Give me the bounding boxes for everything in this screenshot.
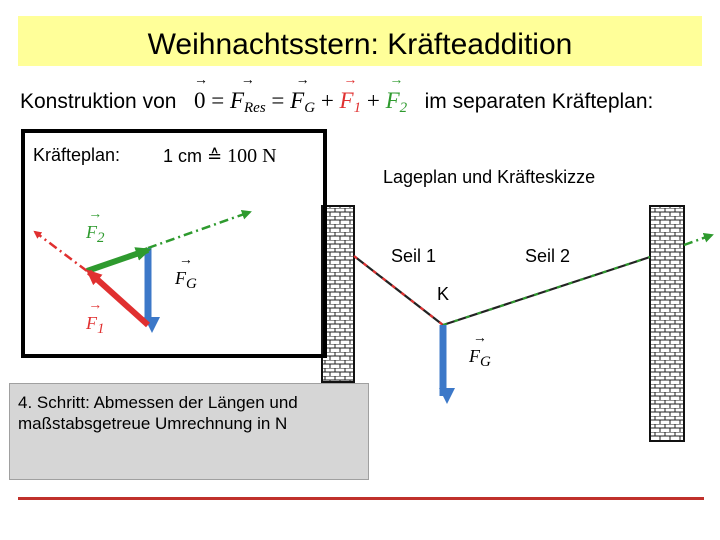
scale-force: 100 N — [227, 145, 277, 167]
f1-arrow — [86, 269, 151, 328]
step-note-box: 4. Schritt: Abmessen der Längen und maßs… — [9, 383, 369, 480]
zero-vector: 0 — [194, 73, 206, 114]
rope-2-label: Seil 2 — [525, 246, 571, 266]
plus-sign: + — [320, 88, 334, 113]
fg-layout-symbol: F — [469, 346, 480, 366]
resultant-vector: FRes — [229, 73, 266, 117]
f2-plan-subscript: 2 — [97, 230, 105, 246]
force-plan-label: Kräfteplan: — [33, 145, 121, 165]
f1-plan-symbol: F — [86, 313, 97, 333]
title-banner — [18, 16, 702, 66]
knot-label: K — [437, 284, 450, 304]
f2-plan-label: F2 — [86, 207, 105, 247]
right-wall — [649, 205, 685, 442]
equals-sign-2: = — [271, 88, 285, 113]
f1-vector: F1 — [339, 73, 362, 117]
scale-length: 1 cm — [163, 146, 203, 166]
fg-layout-subscript: G — [480, 354, 491, 370]
fg-plan-subscript: G — [186, 276, 197, 292]
layout-plan-title: Lageplan und Kräfteskizze — [383, 167, 596, 187]
plus-sign-2: + — [366, 88, 380, 113]
f2-vector: F2 — [385, 73, 408, 117]
step-note-text: 4. Schritt: Abmessen der Längen und maßs… — [18, 393, 298, 433]
rope-1-label: Seil 1 — [391, 246, 437, 266]
rope-2-extension — [683, 232, 714, 247]
page-title: Weihnachtsstern: Kräfteaddition — [147, 28, 573, 61]
scale-correspondence-symbol: ≙ — [207, 146, 223, 166]
fg-plan-symbol: F — [175, 268, 186, 288]
f2-symbol: F — [385, 88, 400, 113]
fg-plan-label: FG — [175, 253, 197, 293]
f1-construction-line — [33, 230, 88, 272]
f2-plan-symbol: F — [86, 222, 97, 242]
scale-label: 1 cm ≙ 100 N — [163, 145, 277, 168]
resultant-subscript: Res — [244, 100, 266, 116]
construction-formula: Konstruktion von 0 = FRes = FG + F1 + F2… — [20, 73, 654, 117]
left-wall — [321, 205, 355, 383]
bottom-divider — [18, 497, 704, 500]
f2-subscript: 2 — [399, 100, 408, 116]
fg-vector: FG — [290, 73, 316, 117]
equals-sign: = — [211, 88, 225, 113]
construction-prefix: Konstruktion von — [20, 90, 177, 113]
rope-1 — [353, 255, 444, 326]
f1-symbol: F — [339, 88, 354, 113]
f1-subscript: 1 — [353, 100, 362, 116]
f1-plan-label: F1 — [86, 298, 105, 338]
f2-construction-line — [147, 209, 252, 250]
fg-layout-label: FG — [469, 331, 491, 371]
f2-arrow — [86, 247, 152, 274]
force-plan-frame — [21, 129, 327, 358]
fg-subscript: G — [304, 100, 316, 116]
resultant-symbol: F — [229, 88, 244, 113]
fg-symbol: F — [290, 88, 305, 113]
formula: 0 = FRes = FG + F1 + F2 — [194, 73, 413, 116]
construction-suffix: im separaten Kräfteplan: — [424, 90, 654, 113]
f1-plan-subscript: 1 — [97, 321, 105, 337]
rope-2 — [442, 255, 651, 327]
